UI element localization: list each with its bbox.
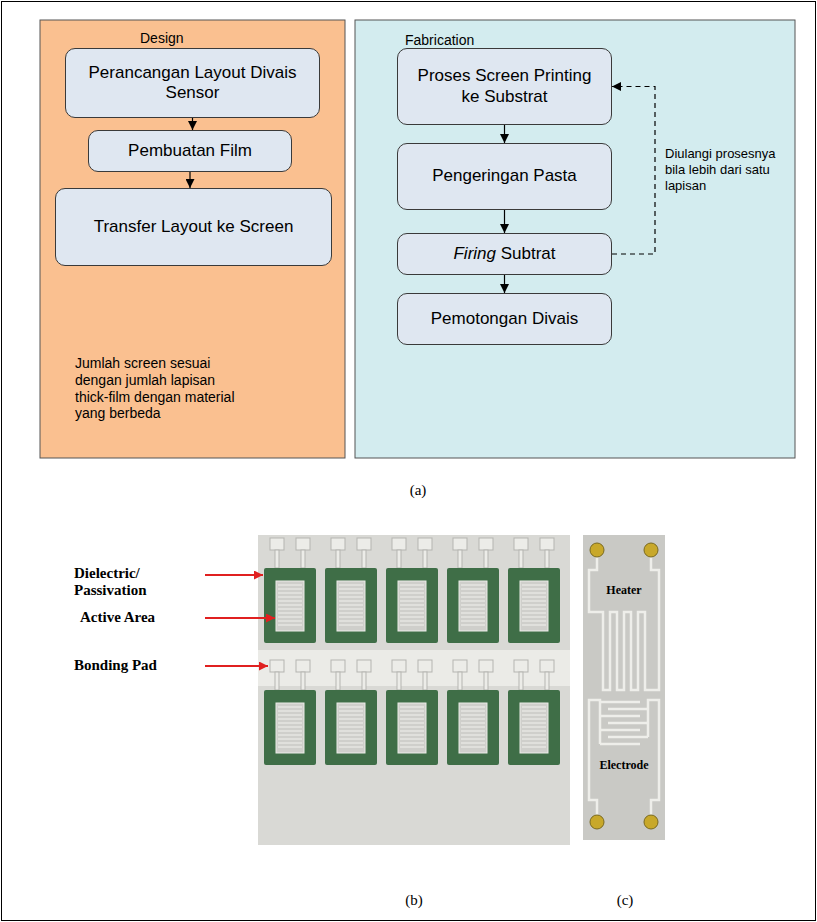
flow-arrow [504, 125, 505, 143]
panel-caption: (b) [394, 892, 434, 909]
process-step-text: Pengeringan Pasta [432, 166, 577, 186]
part-label: Dielectric/ Passivation [74, 565, 189, 600]
process-box: Transfer Layout ke Screen [55, 188, 332, 266]
fabrication-panel: FabricationProses Screen Printing ke Sub… [355, 20, 795, 458]
panel-heading: Design [140, 30, 260, 47]
process-box: Pemotongan Divais [397, 293, 612, 345]
edge-label: Diulangi prosesnya bila lebih dari satu … [665, 146, 783, 195]
printed-label: Electrode [593, 759, 655, 773]
part-label: Bonding Pad [74, 657, 199, 674]
panel-caption: (a) [398, 482, 438, 499]
flow-arrow [504, 210, 505, 233]
flow-arrow [189, 172, 190, 188]
process-box: Perancangan Layout Divais Sensor [65, 48, 320, 118]
pointer-arrows [205, 575, 275, 666]
process-step-text: Transfer Layout ke Screen [94, 217, 294, 237]
design-panel: DesignJumlah screen sesuai dengan jumlah… [40, 20, 345, 458]
process-step-text: Perancangan Layout Divais Sensor [76, 63, 309, 104]
process-step-text: Firing Subtrat [453, 244, 555, 264]
feedback-arrow [612, 87, 655, 255]
process-step-text: Pemotongan Divais [431, 309, 578, 329]
flow-arrow [504, 275, 505, 293]
printed-label: Heater [599, 584, 649, 598]
flow-arrow [192, 118, 193, 130]
panel-caption: (c) [605, 892, 645, 909]
sensor-array-photo [258, 535, 570, 845]
process-box: Firing Subtrat [397, 233, 612, 275]
process-step-text: Pembuatan Film [128, 141, 252, 161]
part-label: Active Area [80, 609, 200, 626]
process-box: Proses Screen Printing ke Substrat [397, 48, 612, 125]
process-box: Pengeringan Pasta [397, 143, 612, 210]
single-sensor-photo [583, 535, 665, 840]
panel-heading: Fabrication [405, 32, 545, 49]
note-text: Jumlah screen sesuai dengan jumlah lapis… [75, 355, 250, 422]
process-step-text: Proses Screen Printing ke Substrat [408, 66, 601, 107]
design-panel-fill [40, 20, 345, 458]
process-box: Pembuatan Film [88, 130, 292, 172]
fabrication-panel-fill [355, 20, 795, 458]
